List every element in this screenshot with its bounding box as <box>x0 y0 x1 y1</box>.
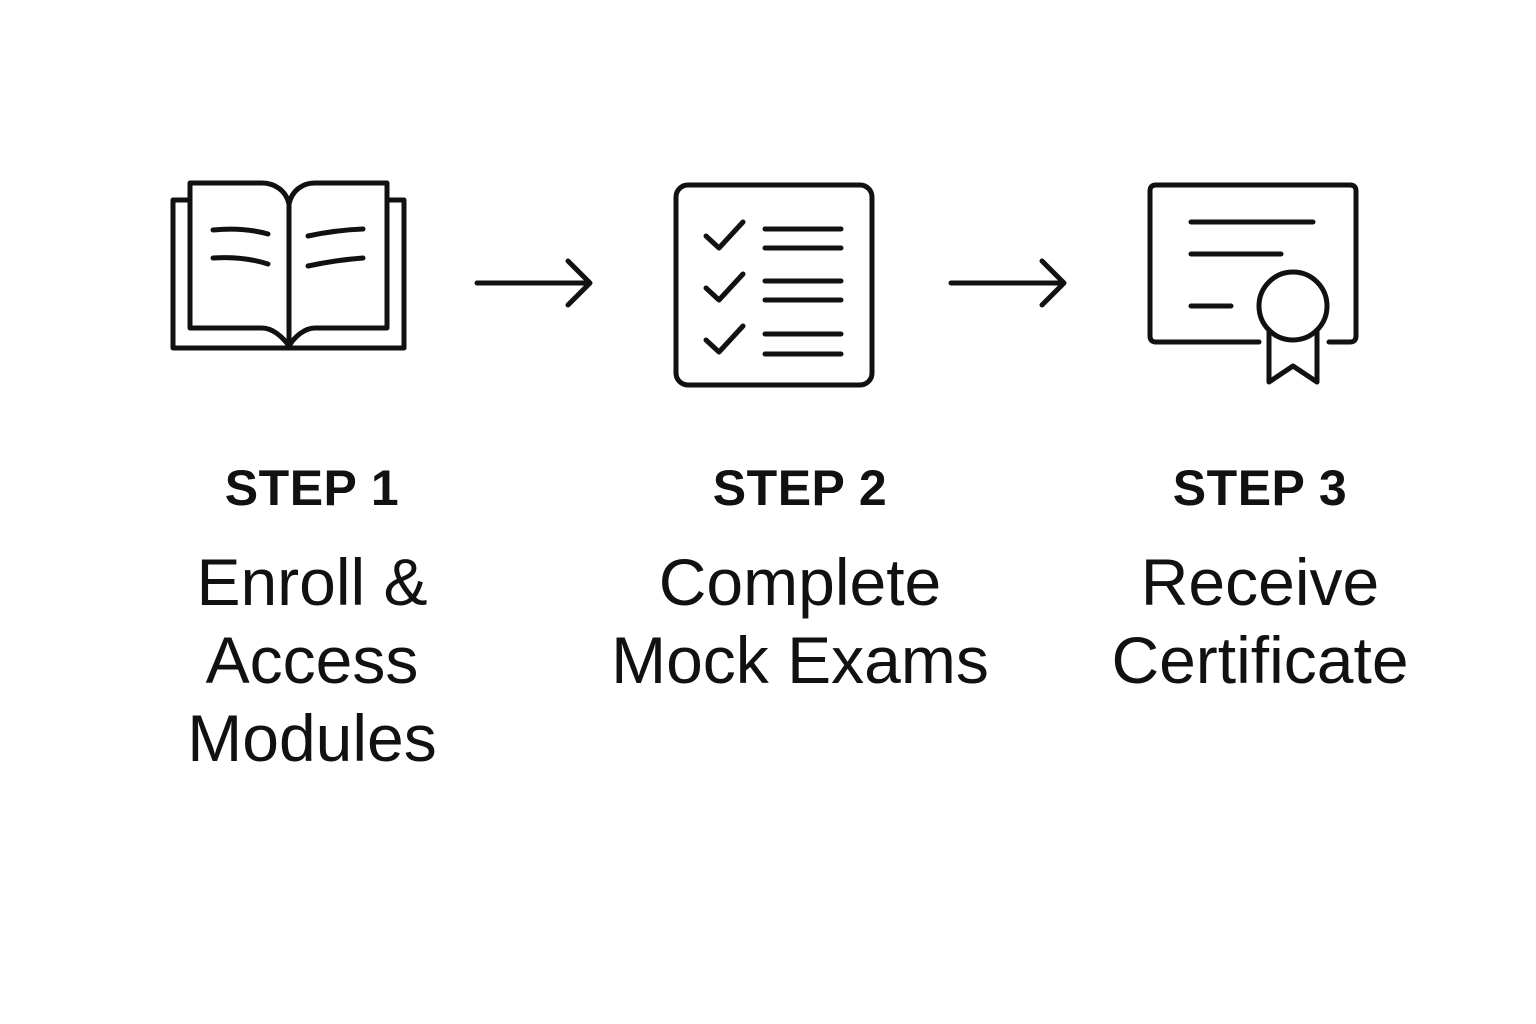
step-1-line-2: Access <box>205 623 419 697</box>
step-3: STEP 3 Receive Certificate <box>1064 455 1456 699</box>
arrow-right-icon <box>948 257 1068 309</box>
step-1-line-3: Modules <box>187 701 437 775</box>
step-2-line-1: Complete <box>658 545 942 619</box>
certificate-icon <box>1147 182 1359 388</box>
arrow-right-icon <box>474 257 594 309</box>
open-book-icon <box>168 178 410 354</box>
step-3-line-2: Certificate <box>1111 623 1409 697</box>
step-1-description: Enroll & Access Modules <box>150 543 474 777</box>
step-3-line-1: Receive <box>1140 545 1380 619</box>
step-2-line-2: Mock Exams <box>611 623 989 697</box>
step-3-description: Receive Certificate <box>1064 543 1456 699</box>
checklist-icon <box>673 182 875 388</box>
step-1: STEP 1 Enroll & Access Modules <box>150 455 474 777</box>
step-3-title: STEP 3 <box>1172 460 1348 516</box>
step-1-title: STEP 1 <box>224 460 400 516</box>
step-1-line-1: Enroll & <box>196 545 428 619</box>
step-2: STEP 2 Complete Mock Exams <box>580 455 1020 699</box>
step-2-title: STEP 2 <box>712 460 888 516</box>
step-2-description: Complete Mock Exams <box>580 543 1020 699</box>
